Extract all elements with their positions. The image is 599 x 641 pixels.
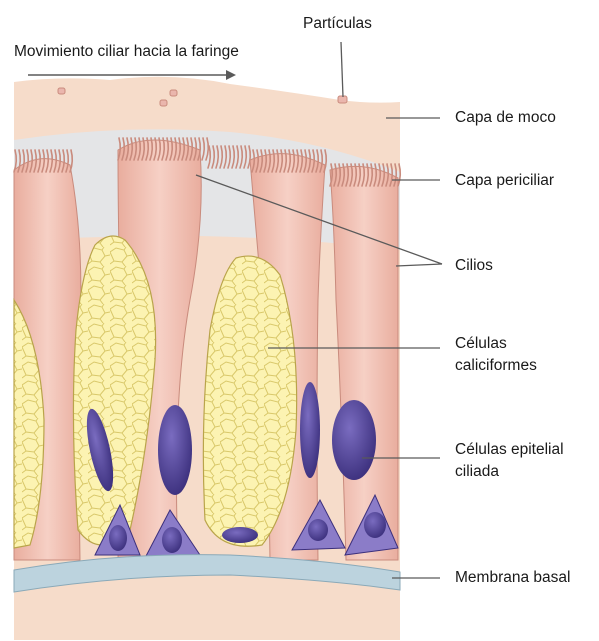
- label-mucus-layer: Capa de moco: [455, 108, 556, 127]
- basal-nucleus: [364, 512, 386, 538]
- label-ciliated-cells-2: ciliada: [455, 462, 499, 481]
- tissue-block: [14, 77, 400, 640]
- particle: [338, 96, 347, 103]
- basal-nucleus: [162, 527, 182, 553]
- label-periciliary-layer: Capa periciliar: [455, 171, 554, 190]
- label-ciliary-movement: Movimiento ciliar hacia la faringe: [14, 42, 239, 61]
- label-ciliated-cells-1: Células epitelial: [455, 440, 564, 459]
- label-goblet-cells-2: caliciformes: [455, 356, 537, 375]
- particle: [160, 100, 167, 106]
- nucleus: [158, 405, 192, 495]
- label-basal-membrane: Membrana basal: [455, 568, 570, 587]
- basal-nucleus: [222, 527, 258, 543]
- particle: [58, 88, 65, 94]
- basal-nucleus: [308, 519, 328, 541]
- label-particles: Partículas: [303, 14, 372, 33]
- leader-particles: [341, 42, 343, 97]
- basal-nucleus: [109, 525, 127, 551]
- label-cilia: Cilios: [455, 256, 493, 275]
- label-goblet-cells-1: Células: [455, 334, 507, 353]
- nucleus: [332, 400, 376, 480]
- particle: [170, 90, 177, 96]
- goblet-cell: [203, 256, 296, 546]
- leader-cilia-b: [396, 264, 442, 266]
- nucleus: [300, 382, 320, 478]
